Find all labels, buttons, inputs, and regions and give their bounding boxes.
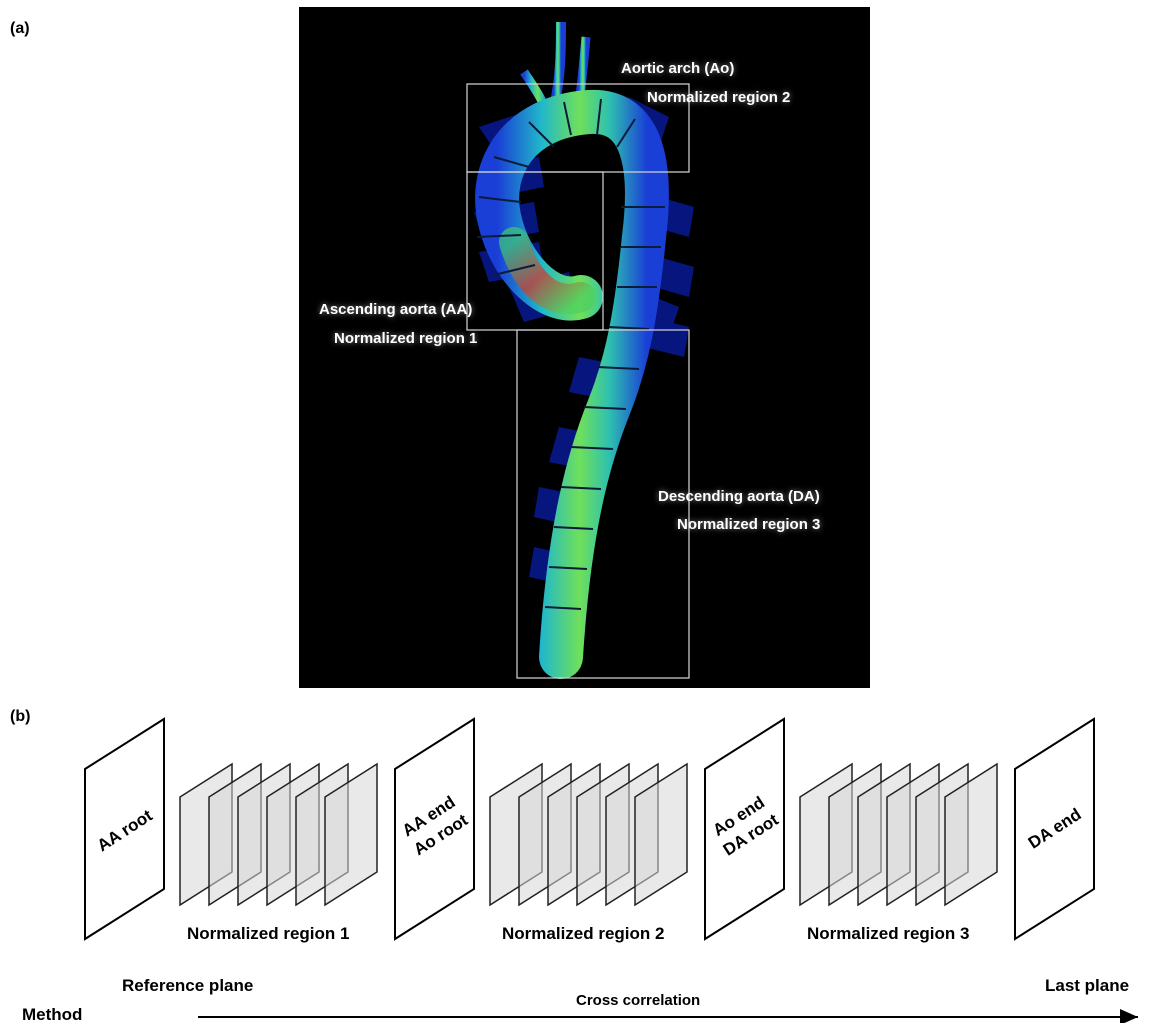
plane-stack-2 <box>490 764 687 905</box>
branch-vessel <box>554 22 561 107</box>
normalized-region-2-label: Normalized region 2 <box>647 89 790 106</box>
normalized-region-1-label: Normalized region 1 <box>334 330 477 347</box>
plane-stack-1 <box>180 764 377 905</box>
panel-a-letter: (a) <box>10 20 30 38</box>
region-2-label: Normalized region 2 <box>502 924 664 944</box>
aorta-flow-image: Aortic arch (Ao) Normalized region 2 Asc… <box>299 7 870 688</box>
aortic-arch-label: Aortic arch (Ao) <box>621 60 734 77</box>
last-plane-label: Last plane <box>1045 976 1129 996</box>
cross-correlation-label: Cross correlation <box>576 992 700 1009</box>
normalized-region-3-label: Normalized region 3 <box>677 516 820 533</box>
descending-aorta-label: Descending aorta (DA) <box>658 488 820 505</box>
method-label: Method <box>22 1005 82 1025</box>
region-3-label: Normalized region 3 <box>807 924 969 944</box>
reference-plane-label: Reference plane <box>122 976 253 996</box>
ascending-aorta-label: Ascending aorta (AA) <box>319 301 472 318</box>
plane-stack-3 <box>800 764 997 905</box>
planes-diagram <box>0 700 1155 1023</box>
region-1-label: Normalized region 1 <box>187 924 349 944</box>
